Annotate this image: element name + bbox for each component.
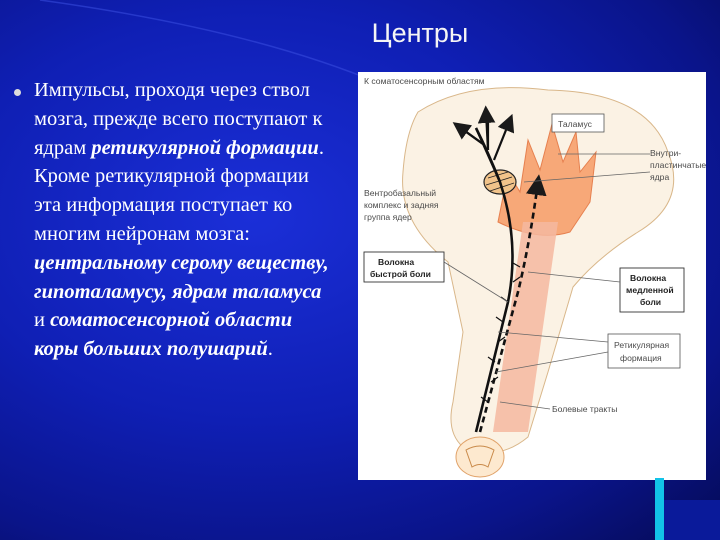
thalamus-label-box: [551, 113, 605, 133]
fast-pain-branch-left: [452, 122, 484, 145]
fast-pain-label-2: быстрой боли: [370, 269, 431, 279]
paragraph-emphasis-1: ретикулярной формации: [91, 136, 319, 159]
spinal-cord-section: [455, 436, 505, 478]
paragraph-text-2: . Кроме ретикулярной формации эта информ…: [34, 136, 324, 245]
slow-pain-label-1: Волокна: [630, 273, 666, 283]
paragraph-text-1: Импульсы, проходя через ствол мозга, пре…: [34, 79, 323, 159]
thalamus-region: [497, 122, 597, 236]
paragraph-emphasis-3: соматосенсорной области коры больших пол…: [34, 309, 293, 361]
ventrobasal-label-3: группа ядер: [364, 212, 412, 222]
intralaminar-label-1: Внутри-: [650, 148, 681, 158]
bullet-icon: [14, 89, 21, 96]
slide-title: Центры: [371, 18, 469, 48]
slow-pain-label-2: медленной: [626, 285, 674, 295]
reticular-label-1: Ретикулярная: [614, 340, 670, 350]
pain-pathways-diagram: Таламус К соматосенсорным областям Внутр…: [363, 76, 706, 478]
slow-pain-tract: [478, 174, 547, 433]
fast-pain-label-box: [363, 251, 445, 283]
ventrobasal-label-1: Вентробазальный: [364, 188, 436, 198]
paragraph-text-4: .: [267, 338, 273, 361]
leader-lines: [443, 153, 651, 410]
intralaminar-label-2: пластинчатые: [650, 160, 706, 170]
bullet-paragraph: Импульсы, проходя через ствол мозга, пре…: [34, 76, 330, 364]
pain-pathways-figure: Таламус К соматосенсорным областям Внутр…: [358, 72, 706, 480]
pain-tracts-label: Болевые тракты: [552, 404, 617, 414]
ventrobasal-label-2: комплекс и задняя: [364, 200, 439, 210]
somatosensory-label: К соматосенсорным областям: [364, 76, 485, 86]
paragraph-emphasis-2: центральному серому веществу, гипоталаму…: [34, 251, 329, 303]
intralaminar-label-3: ядра: [650, 172, 669, 182]
tract-band: [493, 222, 558, 432]
fast-pain-branch-up: [477, 105, 496, 151]
corner-accent-bar: [655, 478, 664, 540]
fast-pain-label-1: Волокна: [378, 257, 414, 267]
thalamus-label: Таламус: [558, 119, 593, 129]
paragraph-text-3: и: [34, 309, 51, 332]
slow-pain-label-3: боли: [640, 297, 661, 307]
slow-pain-label-box: [619, 267, 685, 313]
corner-accent-block: [664, 500, 720, 540]
spinal-grey-matter: [465, 445, 495, 468]
reticular-label-box: [607, 333, 681, 369]
reticular-label-2: формация: [620, 353, 662, 363]
